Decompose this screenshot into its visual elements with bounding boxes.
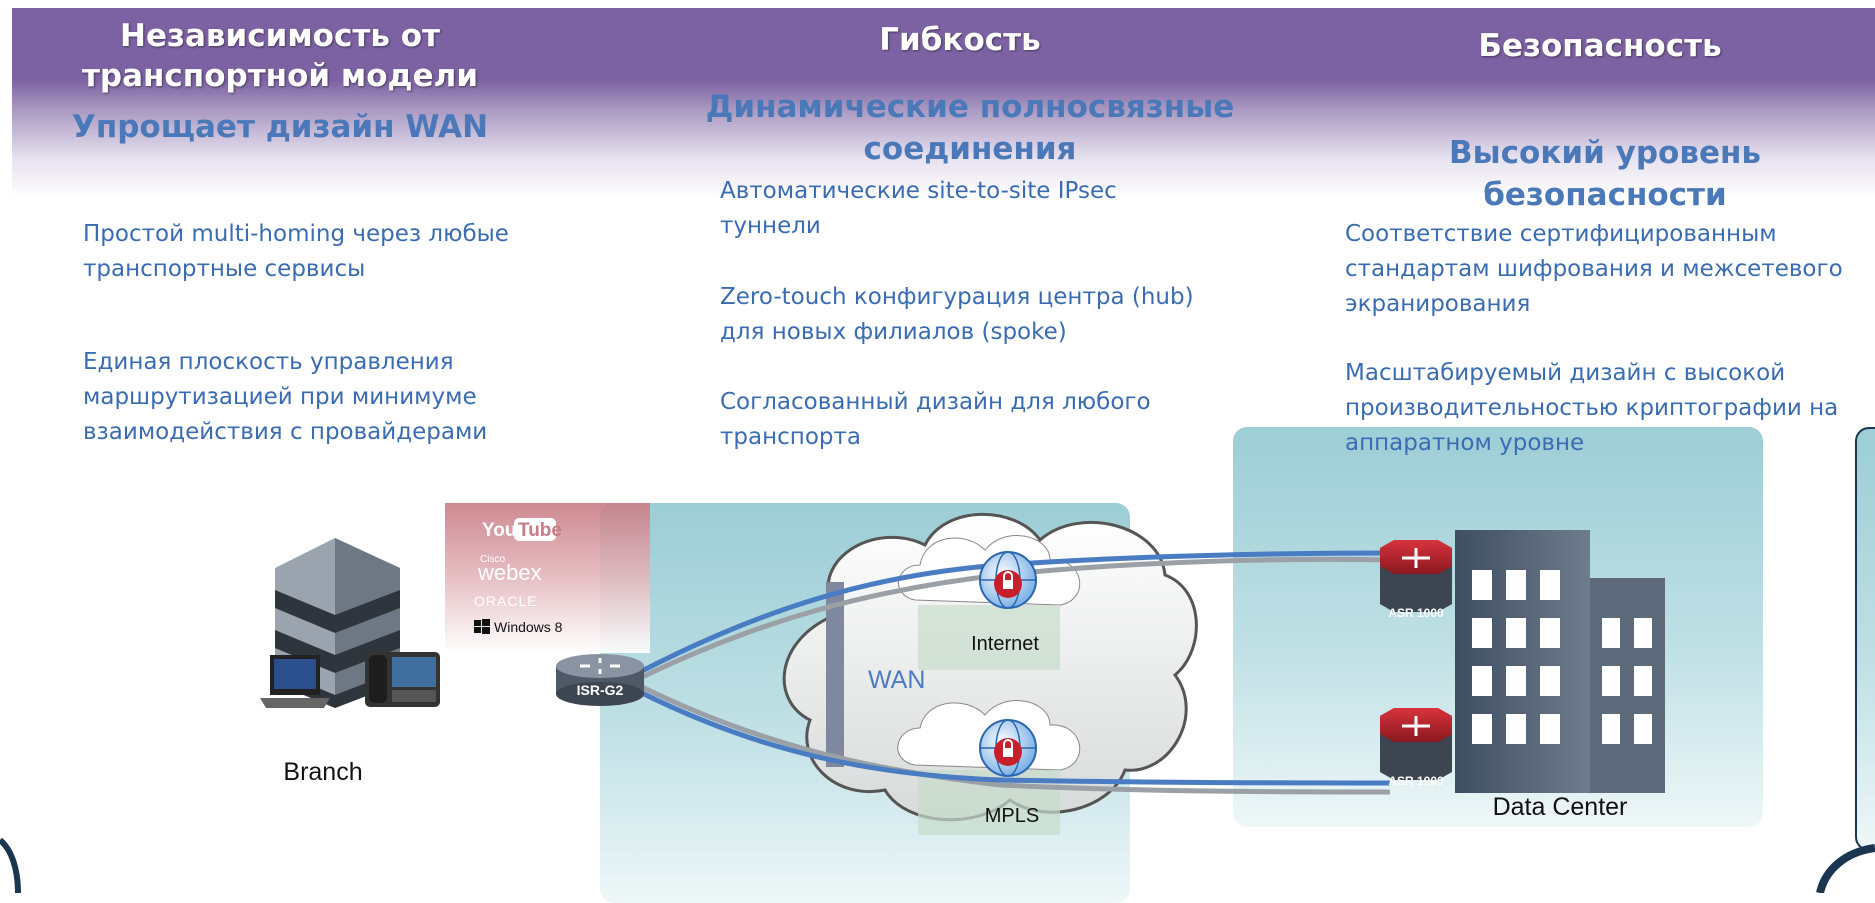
paragraph-scalable-crypto: Масштабируемый дизайн с высокой производ… (1345, 356, 1865, 461)
laptop-icon (260, 655, 330, 708)
text-line: Zero-touch конфигурация центра (hub) (720, 284, 1194, 310)
text-line: Соответствие сертифицированным (1345, 221, 1777, 247)
header-banner (12, 8, 1875, 198)
column-subtitle-wan-design: Упрощает дизайн WAN (71, 109, 489, 145)
text-line: Согласованный дизайн для любого (720, 389, 1151, 415)
paragraph-ipsec-tunnels: Автоматические site-to-site IPsec туннел… (720, 174, 1240, 244)
text-line: экранирования (1345, 291, 1531, 317)
asr-1000-bottom-router-icon (1380, 708, 1452, 780)
encryption-globe-mpls-icon (979, 719, 1037, 777)
text-line: маршрутизацией при минимуме (83, 384, 477, 410)
encryption-globe-internet-icon (979, 551, 1037, 609)
title-line: транспортной модели (81, 58, 479, 94)
paragraph-certified-standards: Соответствие сертифицированным стандарта… (1345, 217, 1865, 322)
youtube-logo: You Tube (482, 518, 562, 541)
youtube-you-text: You (482, 520, 516, 541)
internet-label: Internet (971, 633, 1039, 655)
text-line: Автоматические site-to-site IPsec (720, 178, 1117, 204)
asr-1000-top-label: ASR 1000 (1388, 606, 1444, 620)
corner-arc-left (0, 837, 21, 893)
windows-icon (474, 619, 490, 634)
ip-phone-icon (365, 652, 440, 707)
mpls-label: MPLS (985, 805, 1039, 827)
column-title-transport-independence: Независимость от транспортной модели (70, 16, 490, 96)
column-title-flexibility: Гибкость (879, 22, 1041, 58)
text-line: Масштабируемый дизайн с высокой (1345, 360, 1786, 386)
text-line: для новых филиалов (spoke) (720, 319, 1067, 345)
oracle-logo: ORACLE (474, 593, 538, 609)
youtube-tube-text: Tube (518, 520, 562, 541)
asr-1000-bottom-label: ASR 1000 (1388, 774, 1444, 788)
corner-arc-right (1816, 844, 1875, 893)
data-center-building-icon (1455, 530, 1665, 793)
text-line: производительностью криптографии на (1345, 395, 1839, 421)
column-subtitle-high-security: Высокий уровень безопасности (1449, 135, 1761, 213)
text-line: стандартам шифрования и межсетевого (1345, 256, 1843, 282)
subtitle-line: соединения (863, 131, 1077, 167)
wan-divider-bar (826, 582, 844, 767)
column-title-security: Безопасность (1478, 28, 1722, 64)
title-line: Независимость от (120, 18, 440, 54)
cisco-text: Cisco (480, 554, 505, 565)
text-line: аппаратном уровне (1345, 430, 1585, 456)
column-subtitle-dynamic-mesh: Динамические полносвязные соединения (700, 86, 1240, 170)
text-line: Единая плоскость управления (83, 349, 454, 375)
webex-logo: webex (477, 560, 542, 585)
text-line: Простой multi-homing через любые (83, 221, 509, 247)
paragraph-multihoming: Простой multi-homing через любые транспо… (83, 217, 583, 287)
paragraph-routing-plane: Единая плоскость управления маршрутизаци… (83, 345, 603, 450)
isr-g2-label: ISR-G2 (577, 682, 624, 698)
wan-label: WAN (868, 666, 925, 694)
data-center-label: Data Center (1493, 793, 1628, 821)
paragraph-zero-touch: Zero-touch конфигурация центра (hub) для… (720, 280, 1240, 350)
windows-logo-text: Windows 8 (494, 619, 563, 635)
text-line: туннели (720, 213, 821, 239)
branch-label: Branch (283, 758, 362, 786)
isr-g2-router-icon (556, 654, 644, 706)
subtitle-line: Динамические полносвязные (705, 89, 1235, 125)
text-line: транспорта (720, 424, 861, 450)
text-line: взаимодействия с провайдерами (83, 419, 488, 445)
text-line: транспортные сервисы (83, 256, 366, 282)
paragraph-consistent-design: Согласованный дизайн для любого транспор… (720, 385, 1240, 455)
asr-1000-top-router-icon (1380, 540, 1452, 612)
